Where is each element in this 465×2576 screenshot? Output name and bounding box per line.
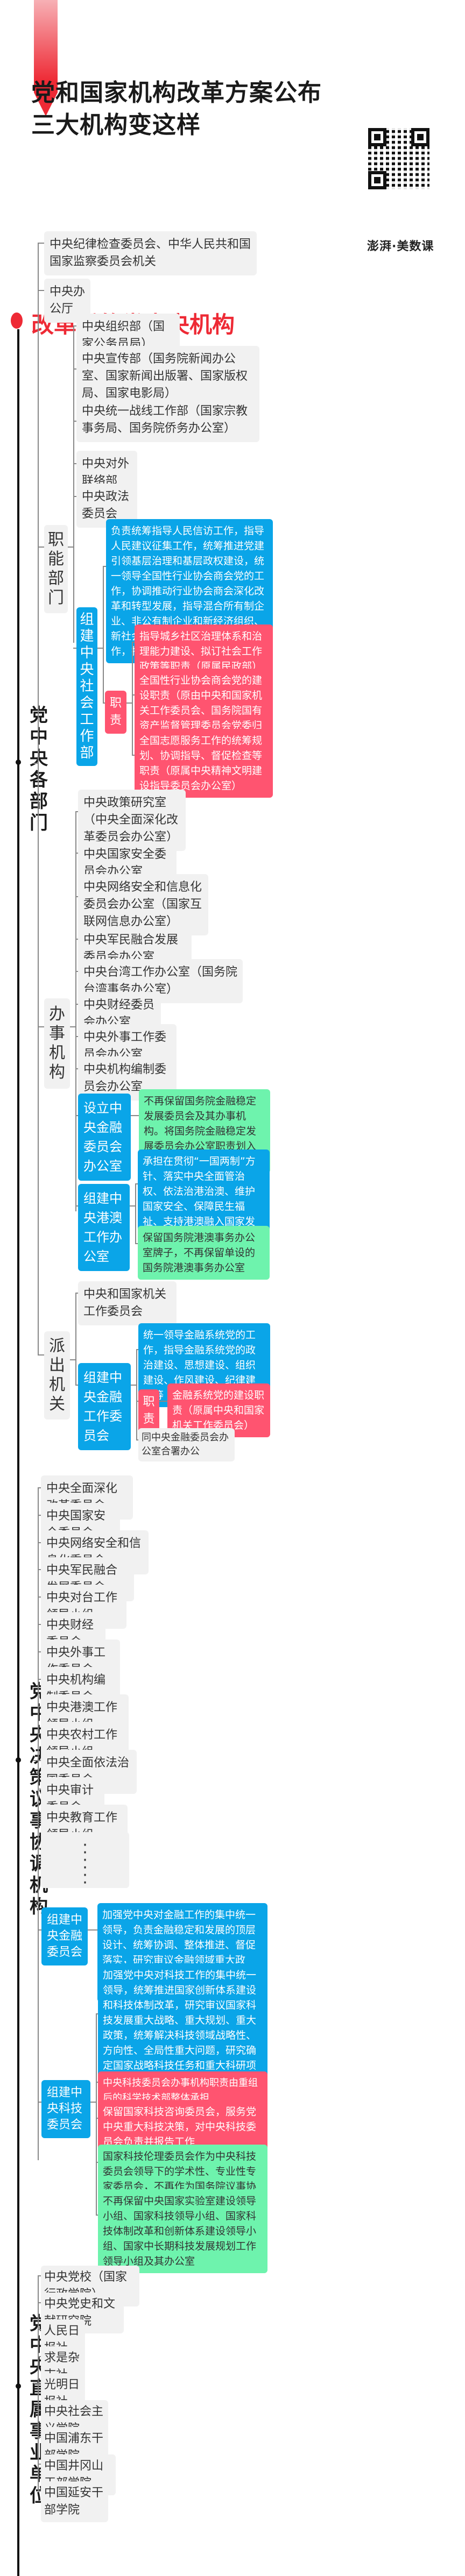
page-title-line1: 党和国家机构改革方案公布	[31, 79, 322, 107]
node-new-hk-macao-office[interactable]: 组建中央港澳工作办公室	[78, 1184, 130, 1271]
section-bullet-icon	[11, 313, 23, 329]
category-party-departments: 党中央各部门	[30, 705, 48, 834]
node-new-central-tech-commission[interactable]: 组建中央科技委员会	[41, 2080, 90, 2138]
node-finance-work-duties[interactable]: 职责	[138, 1389, 159, 1432]
brand-logo: 澎湃·美数课	[367, 240, 434, 253]
bookmark-ribbon-icon	[34, 0, 58, 116]
node-social-duties[interactable]: 职责	[105, 691, 126, 734]
node-general-office[interactable]: 中央办公厅	[44, 279, 90, 323]
node-united-front-dept[interactable]: 中央统一战线工作部（国家宗教事务局、国务院侨务办公室）	[76, 398, 259, 442]
category-dot-icon	[16, 2383, 21, 2389]
node-working-offices[interactable]: 办事机构	[44, 998, 70, 1089]
category-dot-icon	[16, 760, 21, 765]
duty-volunteer-service: 全国志愿服务工作的统筹规划、协调指导、督促检查等职责（原属中央精神文明建设指导委…	[135, 729, 273, 798]
node-cyberspace-office[interactable]: 中央网络安全和信息化委员会办公室（国家互联网信息办公室）	[78, 874, 208, 935]
page-title-line2: 三大机构变这样	[31, 111, 201, 139]
note-co-located-office: 同中央金融委员会办公室合署办公	[138, 1428, 235, 1461]
node-publicity-dept[interactable]: 中央宣传部（国务院新闻办公室、国家新闻出版署、国家版权局、国家电影局）	[76, 346, 259, 407]
ellipsis-icon: ······	[82, 1836, 88, 1892]
cat2-branch-line	[38, 1488, 39, 2160]
timeline-spine	[17, 329, 19, 2576]
node-new-finance-commission-office[interactable]: 设立中央金融委员会办公室	[78, 1094, 131, 1181]
note-abolished-tech-groups: 不再保留中央国家实验室建设领导小组、国家科技领导小组、国家科技体制改革和创新体系…	[98, 2189, 267, 2273]
cat1-branch-line	[38, 243, 39, 1327]
list-item[interactable]: 中国延安干部学院	[41, 2481, 108, 2522]
node-functional-departments[interactable]: 职能部门	[44, 525, 68, 613]
node-new-central-finance-commission[interactable]: 组建中央金融委员会	[41, 1907, 88, 1965]
note-hk-macao-office: 保留国务院港澳事务办公室牌子，不再保留单设的国务院港澳事务办公室	[138, 1226, 270, 1280]
node-new-finance-work-committee[interactable]: 组建中央金融工作委员会	[78, 1363, 131, 1450]
node-central-state-organs-committee[interactable]: 中央和国家机关工作委员会	[78, 1281, 177, 1325]
more-items-ellipsis: ······	[41, 1832, 129, 1892]
node-discipline-commission[interactable]: 中央纪律检查委员会、中华人民共和国国家监察委员会机关	[44, 231, 257, 275]
category-dot-icon	[16, 1757, 21, 1763]
qr-code-icon	[367, 127, 431, 229]
node-dispatched-agencies[interactable]: 派出机关	[44, 1331, 70, 1420]
node-new-social-work-dept[interactable]: 组建中央社会工作部	[76, 607, 97, 766]
